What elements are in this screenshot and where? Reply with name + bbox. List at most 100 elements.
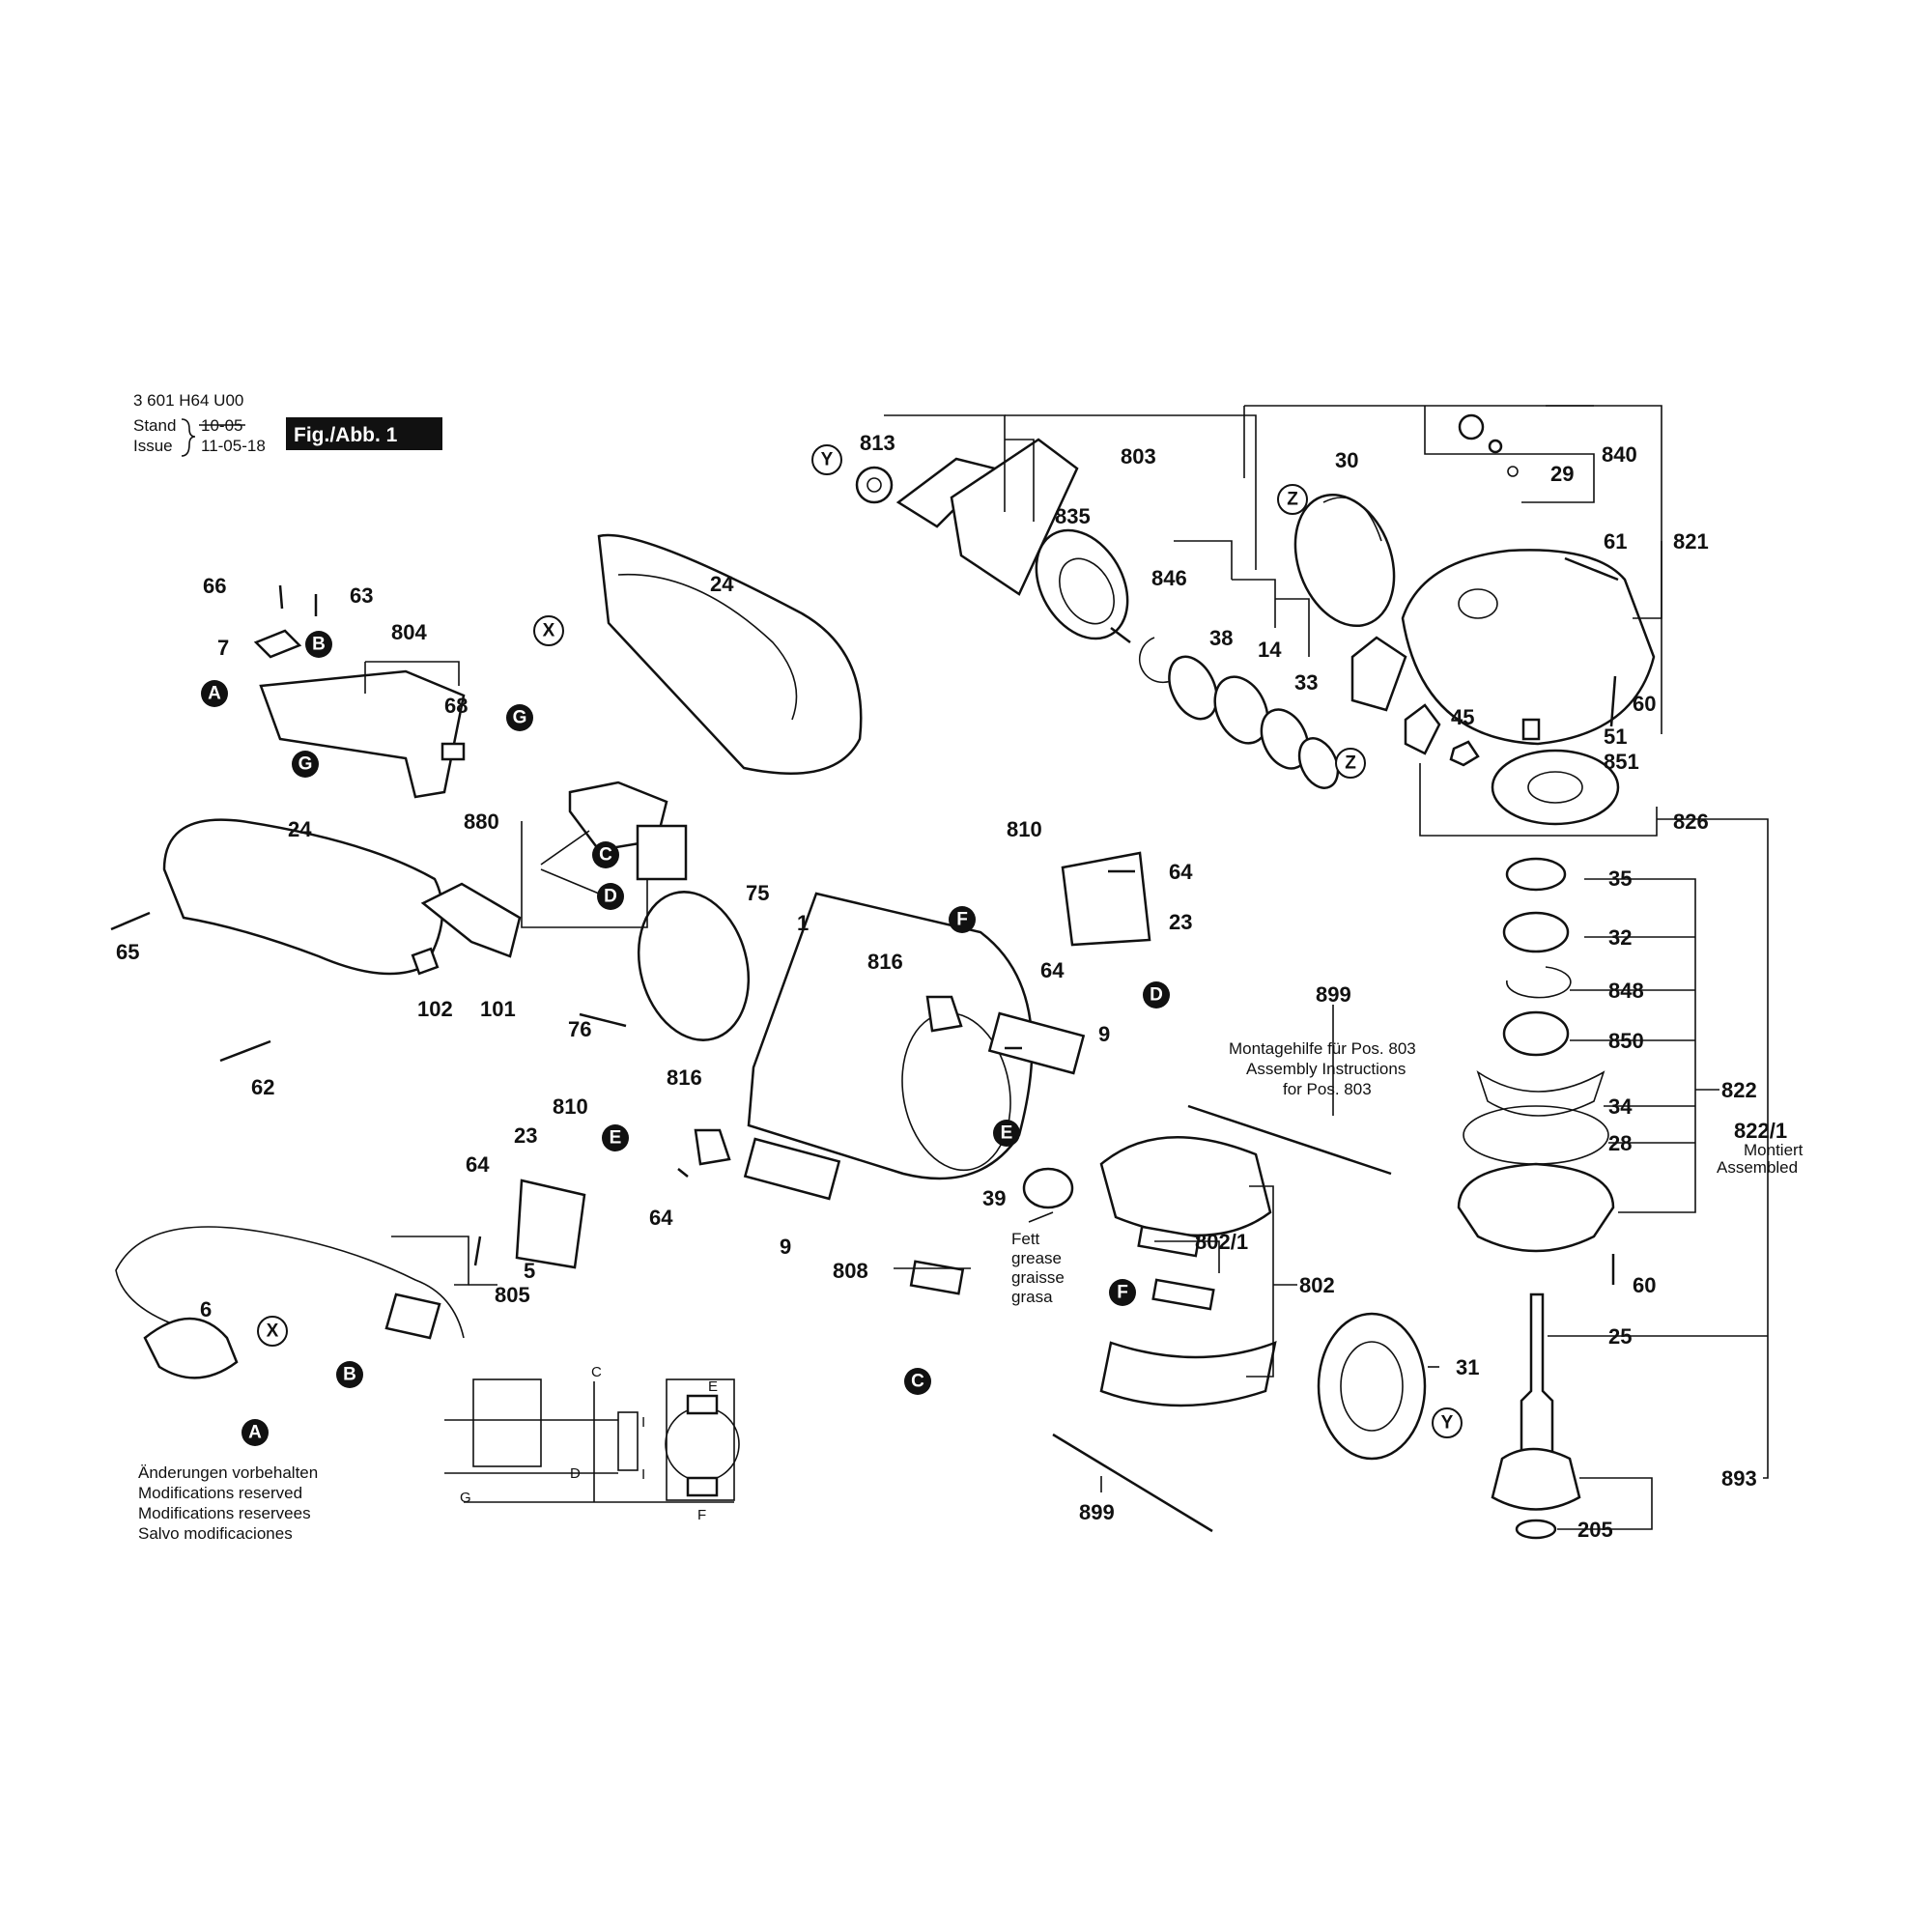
label-75: 75 xyxy=(746,881,769,905)
modifications-line-3: Modifications reservees xyxy=(138,1504,311,1522)
label-9b: 9 xyxy=(780,1235,791,1259)
bracket-826 xyxy=(1419,763,1658,837)
label-822: 822 xyxy=(1721,1078,1757,1102)
bearing-813-bore xyxy=(867,477,882,493)
bearing-38 xyxy=(1213,675,1269,745)
schematic-switch-box xyxy=(472,1378,542,1467)
bearing-813 xyxy=(855,466,894,504)
label-102: 102 xyxy=(417,997,453,1021)
label-802: 802 xyxy=(1299,1273,1335,1297)
armature-shaft xyxy=(1110,627,1131,643)
label-101: 101 xyxy=(480,997,516,1021)
filter-23b xyxy=(515,1179,586,1269)
label-24a: 24 xyxy=(710,572,734,596)
air-guide-31-inner xyxy=(1340,1341,1404,1432)
label-33: 33 xyxy=(1294,670,1318,695)
figure-badge-bg xyxy=(286,417,442,450)
lead-880-d xyxy=(540,868,600,895)
marker-c1: C xyxy=(599,845,612,866)
label-14: 14 xyxy=(1258,638,1282,662)
bracket-33 xyxy=(1275,598,1310,657)
screw-65 xyxy=(110,911,151,931)
label-28: 28 xyxy=(1608,1131,1632,1155)
marker-z1: Z xyxy=(1287,490,1298,510)
marker-c2: C xyxy=(911,1372,924,1392)
label-804: 804 xyxy=(391,620,427,644)
cable-protector-6 xyxy=(143,1317,239,1379)
marker-f2-circle xyxy=(1109,1279,1136,1306)
wiring-schematic: C D E F G I I xyxy=(444,1364,740,1523)
washer xyxy=(1168,655,1218,721)
label-76: 76 xyxy=(568,1017,591,1041)
marker-g1: G xyxy=(298,754,313,775)
label-34: 34 xyxy=(1608,1094,1633,1119)
gear-housing-group xyxy=(1293,413,1656,826)
label-23b: 23 xyxy=(514,1123,537,1148)
reference-markers: Y Z Z X B A G G C D F D E E F C Y X B xyxy=(201,444,1463,1446)
clamping-nut-893 xyxy=(1491,1447,1581,1511)
lead-880-c xyxy=(540,830,590,866)
label-24b: 24 xyxy=(288,817,312,841)
washer-205 xyxy=(1515,1519,1557,1540)
label-805: 805 xyxy=(495,1283,530,1307)
capacitor-68 xyxy=(440,742,466,761)
part-labels: 813 803 835 30 840 29 61 821 846 38 14 3… xyxy=(116,431,1757,1542)
marker-y2-circle xyxy=(1432,1407,1463,1438)
grease-39 xyxy=(1022,1167,1074,1209)
armature-group xyxy=(855,438,1340,789)
marker-f2: F xyxy=(1117,1283,1128,1303)
crown-gear-bore xyxy=(1527,771,1583,804)
modifications-line-4: Salvo modificaciones xyxy=(138,1524,293,1543)
switch-assembly-804 xyxy=(259,669,466,799)
label-899b: 899 xyxy=(1079,1500,1115,1524)
bevel-gear-30 xyxy=(1293,493,1396,628)
bracket-804 xyxy=(365,661,460,686)
label-826: 826 xyxy=(1673,810,1709,834)
label-835: 835 xyxy=(1055,504,1091,528)
label-5: 5 xyxy=(524,1259,535,1283)
label-64d: 64 xyxy=(649,1206,673,1230)
marker-d2-circle xyxy=(1143,981,1170,1009)
bracket-846 xyxy=(1174,540,1233,580)
marker-b1: B xyxy=(312,635,326,655)
marker-d1-circle xyxy=(597,883,624,910)
notes: Montagehilfe für Pos. 803 Assembly Instr… xyxy=(138,1039,1804,1543)
label-848: 848 xyxy=(1608,979,1644,1003)
label-9b xyxy=(743,1137,841,1201)
marker-c2-circle xyxy=(904,1368,931,1395)
label-63: 63 xyxy=(350,583,373,608)
bracket-805 xyxy=(391,1236,469,1286)
assembled-note-2: Assembled xyxy=(1717,1158,1798,1177)
schematic-brush-e xyxy=(686,1394,719,1415)
bracket-802-1 xyxy=(1154,1240,1220,1273)
marker-g1-circle xyxy=(292,751,319,778)
marker-f1-circle xyxy=(949,906,976,933)
label-808 xyxy=(909,1260,965,1295)
spring-29 xyxy=(1488,439,1503,454)
label-51: 51 xyxy=(1604,724,1627,749)
schematic-frame xyxy=(666,1378,735,1501)
seal-33 xyxy=(1297,737,1340,789)
label-60a: 60 xyxy=(1633,692,1656,716)
electronics-module xyxy=(636,824,688,881)
label-39: 39 xyxy=(982,1186,1006,1210)
label-64a: 64 xyxy=(1169,860,1193,884)
label-66: 66 xyxy=(203,574,226,598)
o-ring xyxy=(1507,466,1519,477)
bracket-821 xyxy=(1244,405,1662,619)
marker-b2-circle xyxy=(336,1361,363,1388)
marker-z2-circle xyxy=(1335,748,1366,779)
pinion xyxy=(1404,703,1441,755)
marker-x1-circle xyxy=(533,615,564,646)
label-45: 45 xyxy=(1451,705,1474,729)
brush-holder-816a xyxy=(925,995,963,1033)
cooling-plate xyxy=(1350,636,1407,712)
label-816a: 816 xyxy=(867,950,903,974)
label-30: 30 xyxy=(1335,448,1358,472)
field-coil-upper xyxy=(1099,1135,1272,1236)
housing-24-upper xyxy=(597,533,863,775)
slider-7 xyxy=(253,629,302,659)
marker-d2: D xyxy=(1150,985,1163,1006)
label-7: 7 xyxy=(217,636,229,660)
